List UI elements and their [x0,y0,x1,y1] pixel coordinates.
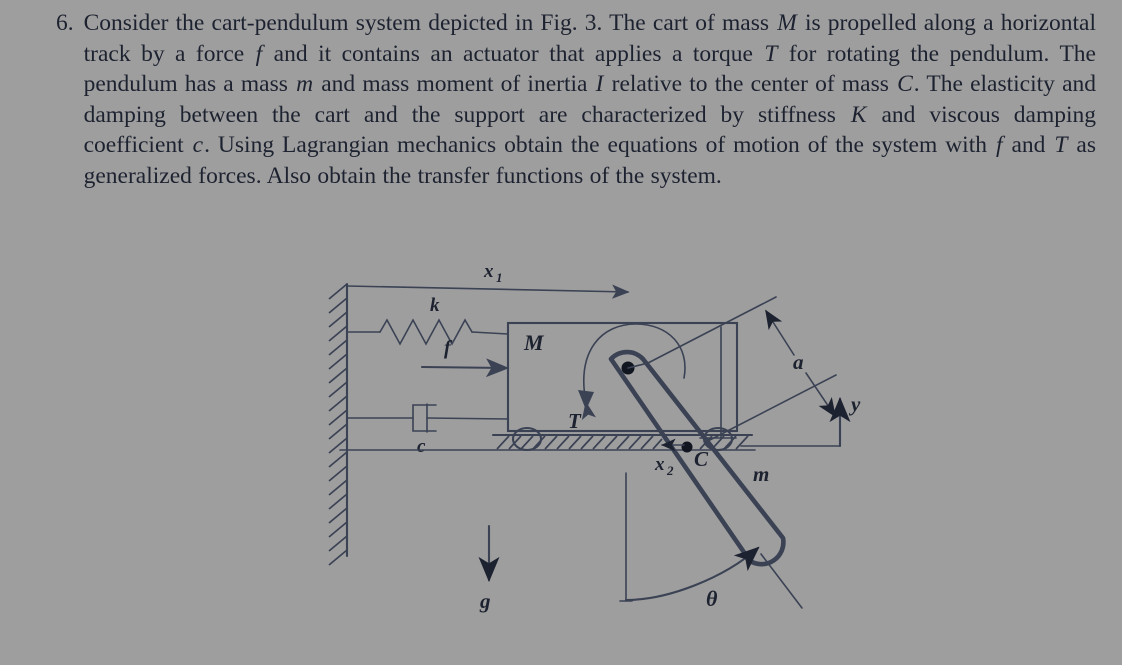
label-M: M [523,330,545,355]
problem-text: Consider the cart-pendulum system depict… [84,8,1096,191]
math-variable: T [1054,132,1068,158]
text-run: Consider the cart-pendulum system depict… [83,10,777,36]
label-m: m [753,462,769,486]
math-variable: M [777,10,797,36]
spring: k [346,295,509,346]
label-k: k [430,295,440,316]
math-variable: f [995,132,1003,158]
label-g: g [479,589,491,613]
label-x2-subscript: 2 [666,463,674,478]
figure-cart-pendulum: x 1 k f c [0,238,1122,665]
cart-body: M [506,321,739,433]
math-variable: C [897,71,913,97]
label-C: C [694,447,709,471]
x2-dimension-arrow: x 2 [654,438,685,478]
label-theta: θ [706,586,718,611]
wall-hatching [328,283,348,566]
text-run: . The elasticity and damping between the… [83,71,1097,128]
math-variable: m [296,71,314,97]
label-T: T [568,409,582,433]
text-run: and it contains an actuator that applies… [263,40,764,67]
angle-arc: θ [619,472,803,611]
problem-statement: 6. Consider the cart-pendulum system dep… [56,8,1096,191]
math-variable: I [595,71,604,97]
label-f: f [444,337,453,359]
ground [339,433,756,451]
text-run: is propelled along a horizontal track by… [83,10,1096,67]
label-x1-subscript: 1 [496,270,503,285]
text-run: . Using Lagrangian mechanics obtain the … [204,132,995,158]
x1-dimension-arrow: x 1 [346,261,630,299]
text-run: and mass moment of inertia [314,71,595,97]
pendulum-rod: m [608,349,786,567]
math-variable: K [850,101,867,128]
label-x2: x [654,454,665,475]
dimension-a: a [647,296,837,443]
damper: c [346,403,509,457]
math-variable: T [764,40,778,67]
text-run: as generalized forces. Also obtain the t… [83,132,1097,189]
text-run: relative to the center of mass [604,71,897,97]
label-a: a [793,350,804,374]
y-axis-arrow: y [740,392,861,448]
torque-arrow: T [568,323,686,433]
math-variable: f [255,40,263,67]
text-run: for rotating the pendulum. The pendulum … [83,40,1096,98]
text-run: and [1003,132,1054,158]
text-run: and viscous damping coefficient [83,101,1097,159]
wall [328,282,349,566]
applied-force-arrow: f [420,337,510,378]
label-x1: x [483,261,494,282]
projection-guides [627,326,737,439]
math-variable: c [192,132,204,158]
label-y: y [848,392,861,416]
gravity-arrow: g [478,524,500,613]
label-c: c [417,436,426,457]
problem-number: 6. [56,10,74,36]
